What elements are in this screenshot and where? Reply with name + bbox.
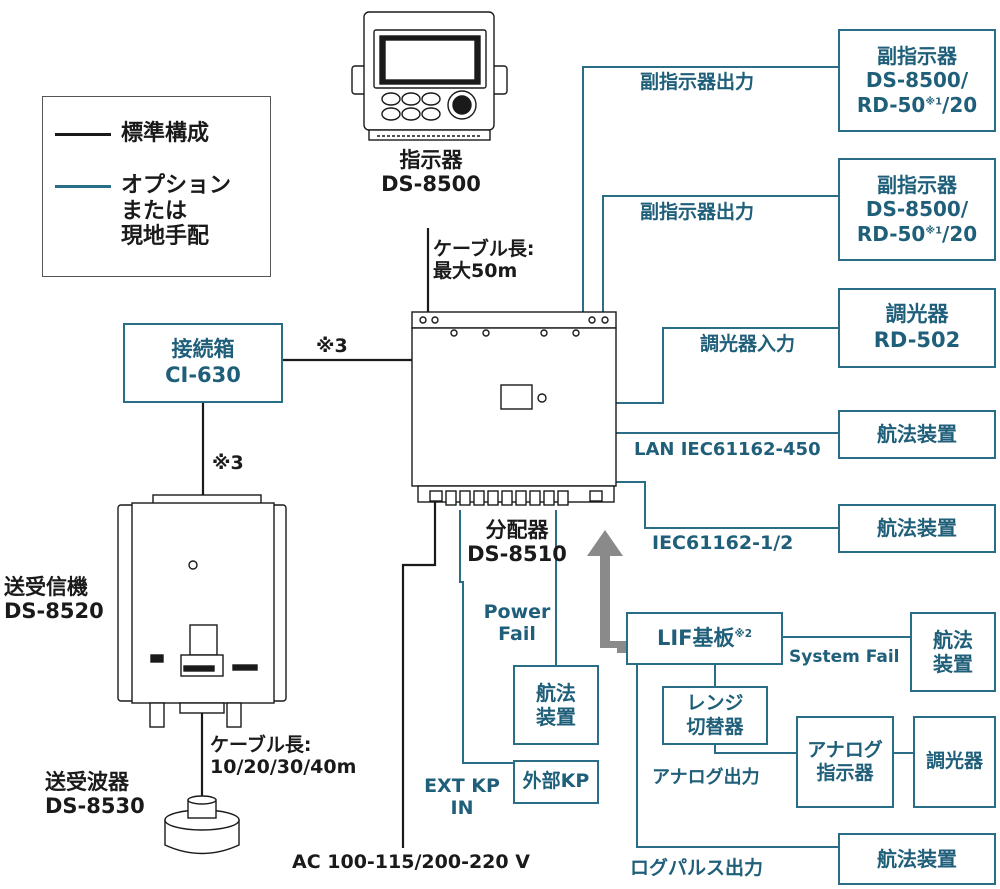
distributor-label: 分配器 DS-8510 <box>467 518 567 567</box>
transceiver-label: 送受信機 DS-8520 <box>4 575 104 624</box>
dimmer-box-2[interactable]: 調光器 <box>913 716 996 808</box>
range-switch-box[interactable]: レンジ 切替器 <box>662 686 768 745</box>
transducer-label: 送受波器 DS-8530 <box>45 770 145 819</box>
analog-out-label: アナログ出力 <box>652 767 760 788</box>
display-unit-drawing <box>351 11 508 141</box>
range-analog-line <box>714 745 796 754</box>
power-label: AC 100-115/200-220 V <box>292 851 530 873</box>
lif-arrow <box>587 530 626 653</box>
dimmer-box-rd502[interactable]: 調光器 RD-502 <box>838 288 996 368</box>
nav-equipment-iec-box[interactable]: 航法装置 <box>838 504 996 553</box>
standard-line-swatch <box>55 133 111 136</box>
log-pulse-label: ログパルス出力 <box>630 857 764 879</box>
external-kp-box[interactable]: 外部KP <box>513 760 599 804</box>
option-lines <box>459 66 913 848</box>
sub-out-2-label: 副指示器出力 <box>640 201 755 223</box>
junction-note-below: ※3 <box>212 452 244 474</box>
junction-note-right: ※3 <box>316 335 348 357</box>
iec-label: IEC61162-1/2 <box>652 532 794 554</box>
power-fail-label: Power Fail <box>483 601 551 645</box>
nav-equipment-log-box[interactable]: 航法装置 <box>838 833 996 885</box>
sub-display-box-2[interactable]: 副指示器 DS-8500/ RD-50※1/20 <box>838 158 996 261</box>
legend-option-label: オプション または 現地手配 <box>121 173 232 250</box>
ext-kp-line <box>459 510 513 764</box>
power-line <box>401 500 437 848</box>
option-line-swatch <box>55 185 111 188</box>
sub-out-1-label: 副指示器出力 <box>640 71 755 93</box>
lif-board-box[interactable]: LIF基板※2 <box>626 612 783 665</box>
analog-indicator-box[interactable]: アナログ 指示器 <box>796 716 894 808</box>
transducer-drawing <box>164 795 240 855</box>
legend: 標準構成 オプション または 現地手配 <box>42 96 271 277</box>
legend-standard-label: 標準構成 <box>121 121 210 146</box>
system-fail-label: System Fail <box>789 647 900 667</box>
legend-option: オプション または 現地手配 <box>43 173 231 250</box>
junction-box-ci630[interactable]: 接続箱 CI-630 <box>123 323 283 403</box>
distributor-drawing <box>411 311 617 506</box>
transceiver-drawing <box>117 494 287 728</box>
sub-out-2-line <box>602 195 838 316</box>
standard-lines <box>200 228 437 848</box>
transceiver-cable-label: ケーブル長: 10/20/30/40m <box>210 734 357 778</box>
nav-equipment-sysfail-box[interactable]: 航法 装置 <box>910 612 996 692</box>
ext-kp-label: EXT KP IN <box>424 775 500 819</box>
nav-equipment-lan-box[interactable]: 航法装置 <box>838 410 996 459</box>
lan-label: LAN IEC61162-450 <box>634 439 821 460</box>
iec-line <box>612 481 838 529</box>
legend-standard: 標準構成 <box>43 121 209 147</box>
dimmer-in-line <box>616 327 838 404</box>
nav-equipment-powerfail-box[interactable]: 航法 装置 <box>513 665 599 745</box>
lif-log-line <box>636 665 838 848</box>
display-cable-label: ケーブル長: 最大50m <box>433 238 535 282</box>
display-label: 指示器 DS-8500 <box>381 148 481 197</box>
dimmer-in-label: 調光器入力 <box>700 333 796 355</box>
sub-display-box-1[interactable]: 副指示器 DS-8500/ RD-50※1/20 <box>838 29 996 132</box>
sub-out-1-line <box>582 66 838 316</box>
